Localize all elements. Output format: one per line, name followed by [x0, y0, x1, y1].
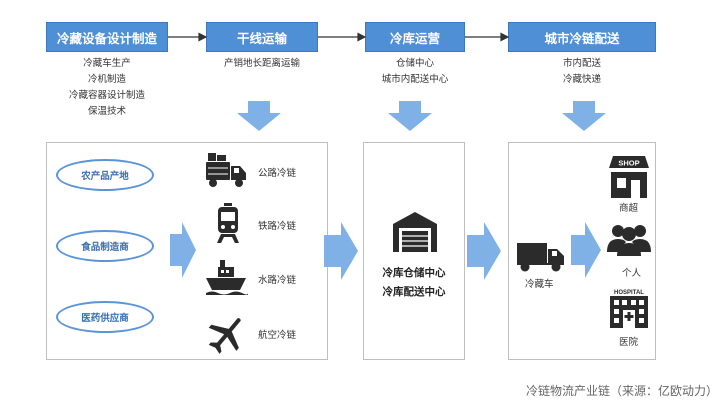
- transport-label: 水路冷链: [258, 275, 297, 286]
- stage-box-warehouse: 冷库运营: [365, 22, 465, 52]
- stage-title: 冷藏设备设计制造: [56, 30, 157, 46]
- stage-title: 干线运输: [236, 30, 287, 46]
- airplane-icon: [208, 318, 241, 354]
- refrigerated-truck-icon: [517, 243, 564, 272]
- ship-icon: [206, 260, 248, 295]
- source-oval-pharma: 医药供应商: [56, 301, 154, 333]
- transport-label: 铁路冷链: [258, 221, 297, 232]
- down-arrow-shape: [237, 101, 281, 131]
- down-arrow: [562, 101, 606, 131]
- right-arrow: [467, 222, 501, 280]
- right-arrow: [324, 222, 358, 280]
- stage-items-trunk: 产销地长距离运输: [196, 56, 328, 72]
- stage-item: 保温技术: [87, 106, 126, 117]
- people-icon: [607, 225, 651, 256]
- shop-sign: SHOP: [618, 159, 639, 168]
- shop-icon: SHOP: [609, 156, 649, 198]
- destination-label-hospital: 医院: [619, 337, 639, 348]
- figure-caption: 冷链物流产业链（来源：亿欧动力）: [525, 384, 718, 398]
- stage-item: 冷藏车生产: [83, 58, 131, 69]
- source-label: 农产品产地: [81, 171, 129, 182]
- down-arrow-shape: [562, 101, 606, 131]
- stage-title: 冷库运营: [389, 30, 440, 46]
- transport-label: 航空冷链: [258, 330, 297, 341]
- stage-box-design: 冷藏设备设计制造: [46, 22, 168, 52]
- connector-arrowhead: [500, 32, 510, 42]
- right-arrow: [170, 222, 196, 278]
- stage-items-design: 冷藏车生产 冷机制造 冷藏容器设计制造 保温技术: [46, 56, 168, 120]
- right-arrow-shape: [571, 222, 601, 278]
- vehicle-label: 冷藏车: [525, 279, 554, 290]
- warehouse-line1: 冷库仓储中心: [382, 267, 446, 279]
- stage-title: 城市冷链配送: [544, 30, 620, 46]
- hospital-sign: HOSPITAL: [614, 290, 644, 296]
- source-label: 食品制造商: [81, 242, 129, 253]
- right-arrow: [571, 222, 601, 278]
- stage-connectors: [168, 32, 510, 42]
- source-oval-farm: 农产品产地: [56, 159, 154, 191]
- warehouse-line2: 冷库配送中心: [382, 286, 446, 298]
- down-arrow: [237, 101, 281, 131]
- destination-label-shop: 商超: [619, 203, 639, 214]
- stage-items-warehouse: 仓储中心 城市内配送中心: [355, 56, 475, 88]
- stage-box-city: 城市冷链配送: [508, 22, 656, 52]
- stage-item: 市内配送: [562, 58, 601, 69]
- train-icon: [217, 203, 239, 243]
- down-arrow-shape: [388, 101, 432, 131]
- stage-item: 仓储中心: [395, 58, 434, 69]
- destination-label-person: 个人: [622, 268, 642, 279]
- down-arrow: [388, 101, 432, 131]
- stage-item: 冷藏容器设计制造: [68, 90, 145, 101]
- source-oval-food: 食品制造商: [56, 230, 154, 262]
- stage-item: 城市内配送中心: [381, 74, 449, 85]
- connector-arrowhead: [357, 32, 367, 42]
- truck-icon: [206, 153, 246, 187]
- connector-arrowhead: [198, 32, 208, 42]
- right-arrow-shape: [324, 222, 358, 280]
- stage-items-city: 市内配送 冷藏快递: [522, 56, 642, 88]
- right-arrow-shape: [467, 222, 501, 280]
- transport-label: 公路冷链: [258, 168, 297, 179]
- warehouse-icon: [393, 212, 437, 252]
- hospital-icon: HOSPITAL: [610, 290, 648, 328]
- stage-item: 冷机制造: [87, 74, 126, 85]
- right-arrow-shape: [170, 222, 196, 278]
- stage-item: 产销地长距离运输: [223, 58, 300, 69]
- stage-item: 冷藏快递: [562, 74, 601, 85]
- source-label: 医药供应商: [81, 313, 129, 324]
